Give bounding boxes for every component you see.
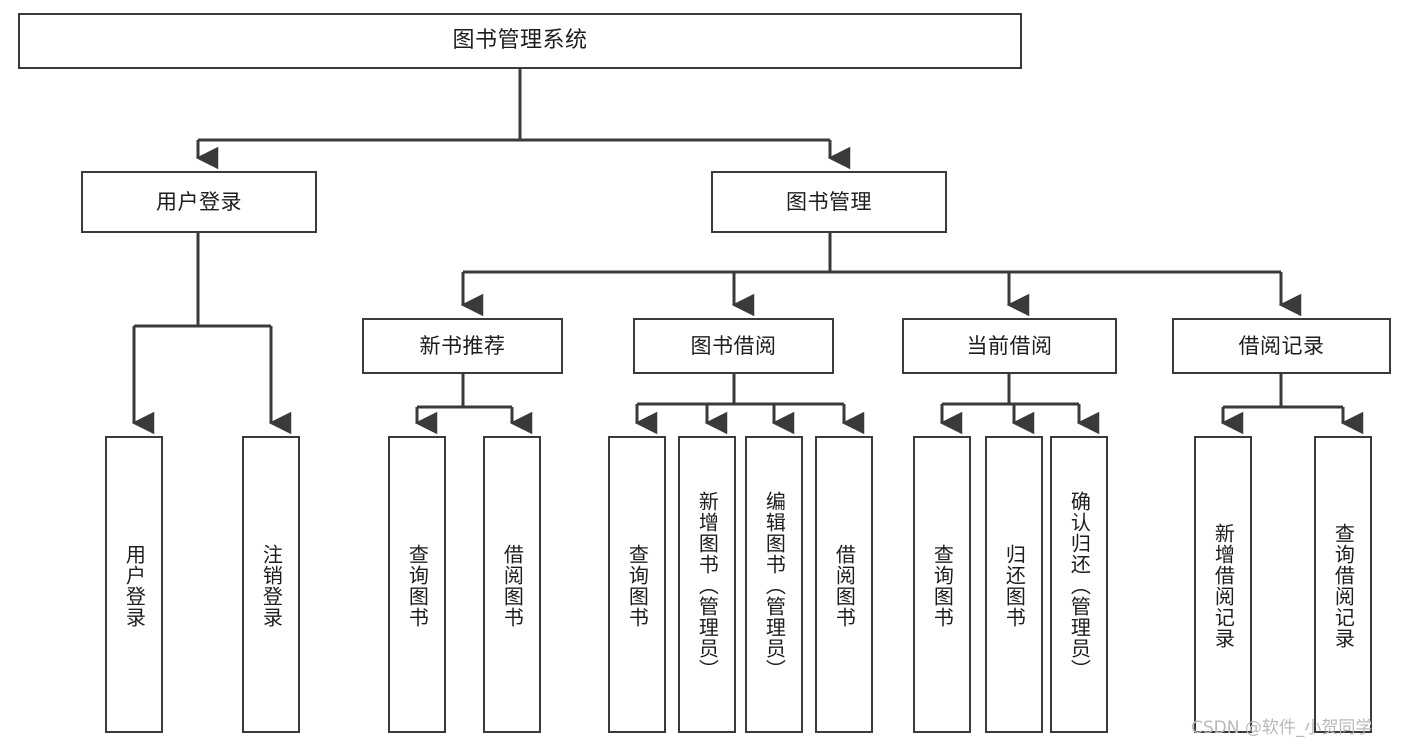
node-leaf-add-borrow-record[interactable]: 新增借阅记录 bbox=[1194, 436, 1252, 733]
node-current-borrow[interactable]: 当前借阅 bbox=[902, 318, 1117, 374]
node-book-manage[interactable]: 图书管理 bbox=[711, 171, 947, 233]
node-leaf-user-logout[interactable]: 注销登录 bbox=[242, 436, 300, 733]
node-leaf-add-book-admin[interactable]: 新增图书（管理员） bbox=[678, 436, 736, 733]
node-current-borrow-label: 当前借阅 bbox=[966, 333, 1053, 358]
node-leaf-borrow-book-rec-label: 借阅图书 bbox=[500, 543, 525, 628]
node-leaf-add-borrow-record-label: 新增借阅记录 bbox=[1211, 522, 1236, 649]
node-root[interactable]: 图书管理系统 bbox=[18, 13, 1022, 69]
node-leaf-add-book-admin-label: 新增图书（管理员） bbox=[695, 491, 720, 680]
node-new-book-recommend[interactable]: 新书推荐 bbox=[362, 318, 563, 374]
node-leaf-query-book-borrow-label: 查询图书 bbox=[625, 543, 650, 628]
csdn-watermark: CSDN @软件_小贺同学 bbox=[1191, 718, 1373, 738]
node-user-login-label: 用户登录 bbox=[156, 189, 242, 214]
node-new-book-recommend-label: 新书推荐 bbox=[419, 333, 506, 358]
node-leaf-return-book[interactable]: 归还图书 bbox=[985, 436, 1043, 733]
node-leaf-query-book-current-label: 查询图书 bbox=[930, 543, 955, 628]
node-borrow-record-label: 借阅记录 bbox=[1238, 333, 1325, 358]
node-user-login[interactable]: 用户登录 bbox=[81, 171, 317, 233]
node-leaf-query-book-rec[interactable]: 查询图书 bbox=[388, 436, 446, 733]
node-leaf-return-book-label: 归还图书 bbox=[1002, 543, 1027, 628]
node-leaf-borrow-book-rec[interactable]: 借阅图书 bbox=[483, 436, 541, 733]
node-book-borrow-label: 图书借阅 bbox=[690, 333, 777, 358]
node-borrow-record[interactable]: 借阅记录 bbox=[1172, 318, 1391, 374]
node-leaf-query-book-borrow[interactable]: 查询图书 bbox=[608, 436, 666, 733]
node-leaf-query-borrow-record-label: 查询借阅记录 bbox=[1331, 522, 1356, 649]
node-leaf-query-book-rec-label: 查询图书 bbox=[405, 543, 430, 628]
node-leaf-user-login-label: 用户登录 bbox=[122, 543, 147, 628]
node-leaf-user-logout-label: 注销登录 bbox=[259, 543, 284, 628]
node-leaf-edit-book-admin-label: 编辑图书（管理员） bbox=[762, 491, 787, 680]
node-leaf-edit-book-admin[interactable]: 编辑图书（管理员） bbox=[745, 436, 803, 733]
node-leaf-confirm-return-admin-label: 确认归还（管理员） bbox=[1067, 491, 1092, 680]
node-book-borrow[interactable]: 图书借阅 bbox=[633, 318, 834, 374]
node-book-manage-label: 图书管理 bbox=[786, 189, 872, 214]
node-leaf-query-borrow-record[interactable]: 查询借阅记录 bbox=[1314, 436, 1372, 733]
node-leaf-query-book-current[interactable]: 查询图书 bbox=[913, 436, 971, 733]
node-leaf-borrow-book-label: 借阅图书 bbox=[832, 543, 857, 628]
node-leaf-borrow-book[interactable]: 借阅图书 bbox=[815, 436, 873, 733]
node-leaf-user-login[interactable]: 用户登录 bbox=[105, 436, 163, 733]
node-root-label: 图书管理系统 bbox=[452, 28, 588, 54]
node-leaf-confirm-return-admin[interactable]: 确认归还（管理员） bbox=[1050, 436, 1108, 733]
